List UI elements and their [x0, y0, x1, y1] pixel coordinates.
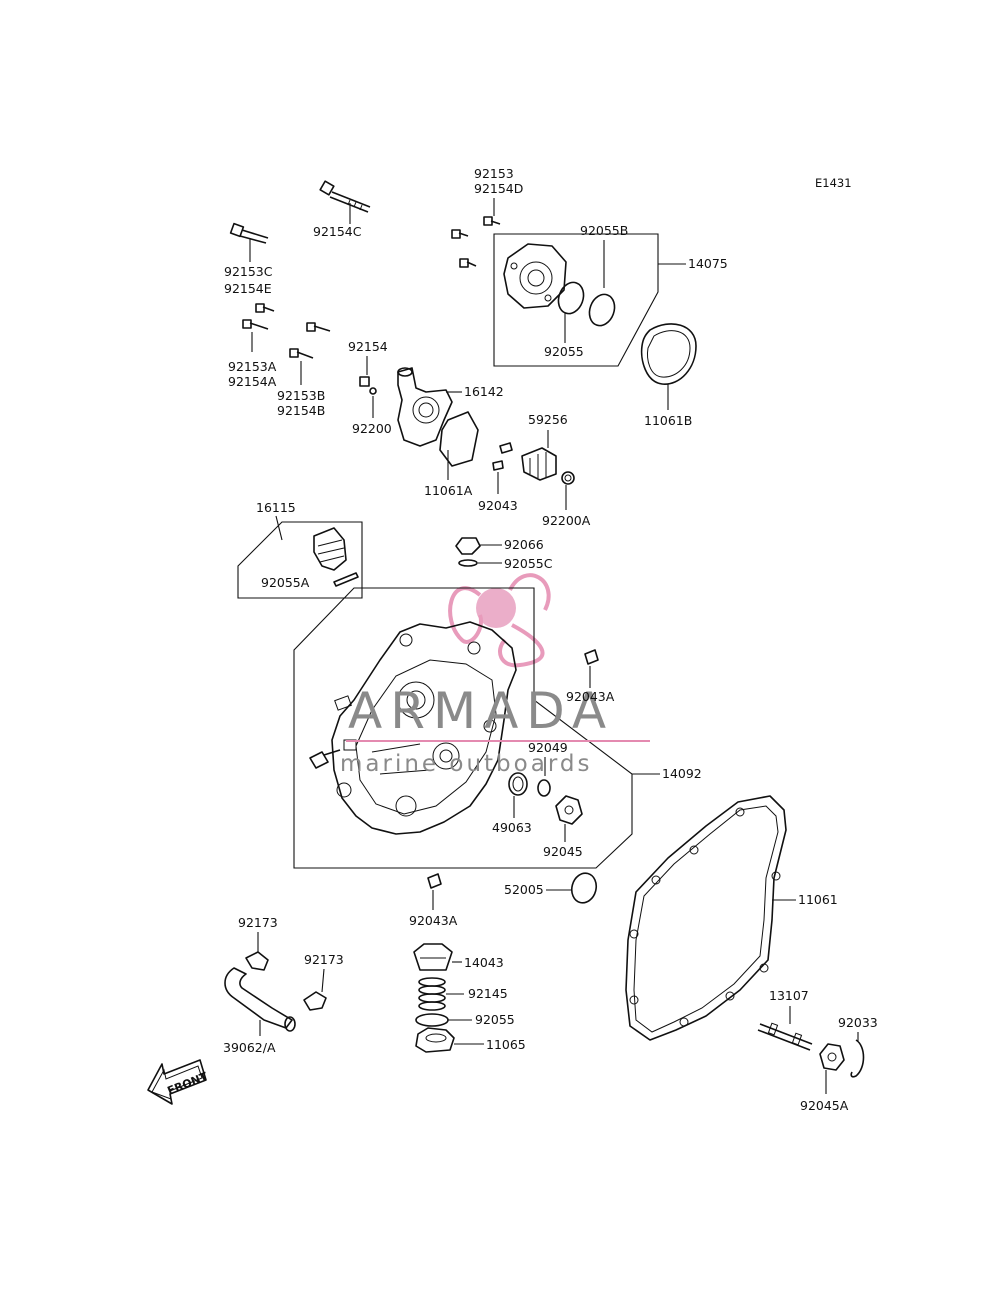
seal-49063-icon — [508, 772, 528, 796]
gasket-11061-icon — [625, 795, 787, 1041]
label-52005: 52005 — [504, 882, 544, 897]
label-92055A: 92055A — [261, 575, 310, 590]
label-92200A: 92200A — [542, 513, 591, 528]
group-frame-14075 — [493, 233, 659, 367]
label-92145: 92145 — [468, 986, 508, 1001]
label-14075: 14075 — [688, 256, 728, 271]
oring-52005-icon — [570, 872, 598, 904]
label-11061: 11061 — [798, 892, 838, 907]
label-92154B: 92154B — [277, 403, 325, 418]
label-13107: 13107 — [769, 988, 809, 1003]
label-92154A: 92154A — [228, 374, 277, 389]
label-92045: 92045 — [543, 844, 583, 859]
gasket-11061B-icon — [640, 323, 697, 385]
label-92153A: 92153A — [228, 359, 277, 374]
label-92055C: 92055C — [504, 556, 553, 571]
label-92153C: 92153C — [224, 264, 273, 279]
oring-92055-icon — [557, 281, 585, 315]
impeller-59256-icon — [521, 447, 557, 481]
pump-housing-14075-icon — [503, 243, 567, 309]
plug-left-icon — [309, 749, 341, 769]
label-49063: 49063 — [492, 820, 532, 835]
label-92043: 92043 — [478, 498, 518, 513]
label-92154: 92154 — [348, 339, 388, 354]
label-92154C: 92154C — [313, 224, 362, 239]
oring-92055-bot-icon — [415, 1013, 449, 1027]
bolt-92153C-icon — [229, 222, 269, 244]
spring-92145-icon — [418, 977, 446, 1011]
crankcase-cover-14092-icon — [331, 621, 517, 835]
label-11061B: 11061B — [644, 413, 692, 428]
label-14043: 14043 — [464, 955, 504, 970]
watermark-logo — [448, 573, 551, 668]
front-arrow-icon: FRONT — [147, 1059, 210, 1105]
gear-92045-icon — [555, 795, 583, 825]
label-92049: 92049 — [528, 740, 568, 755]
group-frame-16115 — [237, 521, 363, 599]
circlip-92033-icon — [850, 1039, 865, 1078]
pin-92043A-bot-icon — [427, 873, 442, 889]
label-11065: 11065 — [486, 1037, 526, 1052]
label-14092: 14092 — [662, 766, 702, 781]
pump-cover-16142-icon — [397, 367, 453, 447]
label-16142: 16142 — [464, 384, 504, 399]
watermark-sub: marine outboards — [340, 751, 592, 777]
label-92154E: 92154E — [224, 281, 272, 296]
bolts-top-center-icon — [451, 216, 501, 268]
label-92173-b: 92173 — [304, 952, 344, 967]
label-92055-bot: 92055 — [475, 1012, 515, 1027]
bolt-92154-icon — [359, 376, 377, 395]
pin-92043A-top-icon — [584, 649, 599, 665]
hose-39062A-icon — [224, 967, 296, 1032]
label-92055-top: 92055 — [544, 344, 584, 359]
label-92173-a: 92173 — [238, 915, 278, 930]
label-92066: 92066 — [504, 537, 544, 552]
pin-92043-icon — [492, 442, 513, 471]
label-92153B: 92153B — [277, 388, 325, 403]
oring-92055A-icon — [333, 572, 359, 587]
label-11061A: 11061A — [424, 483, 473, 498]
oring-92055B-icon — [588, 293, 616, 327]
filter-16115-icon — [313, 527, 347, 571]
cap-92066-icon — [455, 537, 481, 555]
filter-14043-icon — [413, 943, 453, 971]
label-39062A: 39062/A — [223, 1040, 276, 1055]
label-92033: 92033 — [838, 1015, 878, 1030]
clamp-92173-b-icon — [303, 991, 327, 1011]
label-92045A: 92045A — [800, 1098, 849, 1113]
plug-11065-icon — [415, 1027, 455, 1053]
shaft-13107-icon — [757, 1022, 813, 1051]
watermark-brand: ARMADA — [348, 682, 614, 740]
label-59256: 59256 — [528, 412, 568, 427]
label-92055B: 92055B — [580, 223, 628, 238]
label-92154D: 92154D — [474, 181, 523, 196]
clamp-92173-a-icon — [245, 951, 269, 971]
label-16115: 16115 — [256, 500, 296, 515]
gear-92045A-icon — [819, 1043, 845, 1071]
label-92043A-top: 92043A — [566, 689, 615, 704]
bolt-92154C-icon — [319, 180, 371, 213]
diagram-ref: E1431 — [815, 176, 852, 190]
bolt-small-a-icon — [242, 303, 275, 330]
ring-92049-icon — [537, 779, 551, 797]
gasket-11061A-icon — [439, 411, 479, 467]
front-label: FRONT — [166, 1070, 210, 1098]
seal-92200A-icon — [561, 471, 575, 485]
bolt-small-b-icon — [289, 322, 331, 359]
label-92200: 92200 — [352, 421, 392, 436]
oring-92055C-icon — [458, 559, 478, 567]
label-92153: 92153 — [474, 166, 514, 181]
label-92043A-bot: 92043A — [409, 913, 458, 928]
